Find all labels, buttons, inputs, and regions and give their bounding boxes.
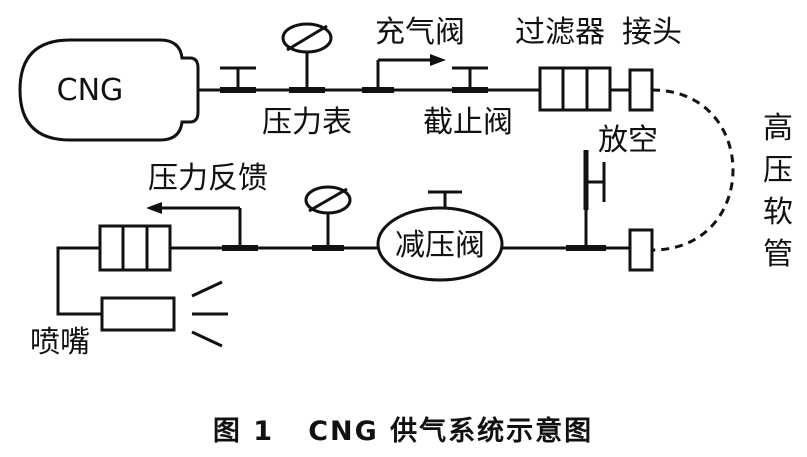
charge-valve-label: 充气阀 [375, 15, 465, 50]
pressure-gauge-top [281, 22, 333, 93]
pressure-gauge-bottom [304, 185, 352, 251]
pressure-gauge-top-label: 压力表 [262, 105, 352, 140]
shutoff-valve [452, 66, 488, 93]
nozzle-label: 喷嘴 [30, 325, 90, 360]
cng-tank-label: CNG [57, 73, 124, 108]
filter-to-nozzle-pipe [56, 246, 102, 316]
pressure-feedback-tap [146, 202, 258, 251]
svg-text:压: 压 [763, 153, 793, 188]
shutoff-valve-label: 截止阀 [423, 105, 513, 140]
vent-label: 放空 [598, 123, 658, 158]
high-pressure-hose [651, 88, 735, 252]
filter-top-label: 过滤器 [515, 15, 605, 50]
spray-lines [191, 280, 228, 348]
pressure-reducing-valve [376, 190, 504, 282]
pressure-reducing-valve-label: 减压阀 [395, 228, 485, 263]
pressure-feedback-label: 压力反馈 [148, 161, 268, 196]
svg-text:管: 管 [763, 237, 793, 272]
connector-bottom [628, 228, 654, 272]
hose-label: 高 压 软 管 [763, 111, 793, 272]
connector-top [628, 68, 654, 112]
filter-top [538, 66, 612, 112]
svg-text:高: 高 [763, 111, 793, 146]
connector-label: 接头 [622, 15, 682, 50]
filter-bottom [98, 224, 172, 272]
figure-caption: 图 1 CNG 供气系统示意图 [213, 415, 593, 447]
charge-valve [362, 54, 446, 93]
svg-text:软: 软 [763, 195, 793, 230]
tank-outlet-valve [220, 66, 256, 93]
cng-tank [18, 38, 200, 142]
nozzle [100, 296, 176, 332]
vent-valve [566, 150, 606, 251]
